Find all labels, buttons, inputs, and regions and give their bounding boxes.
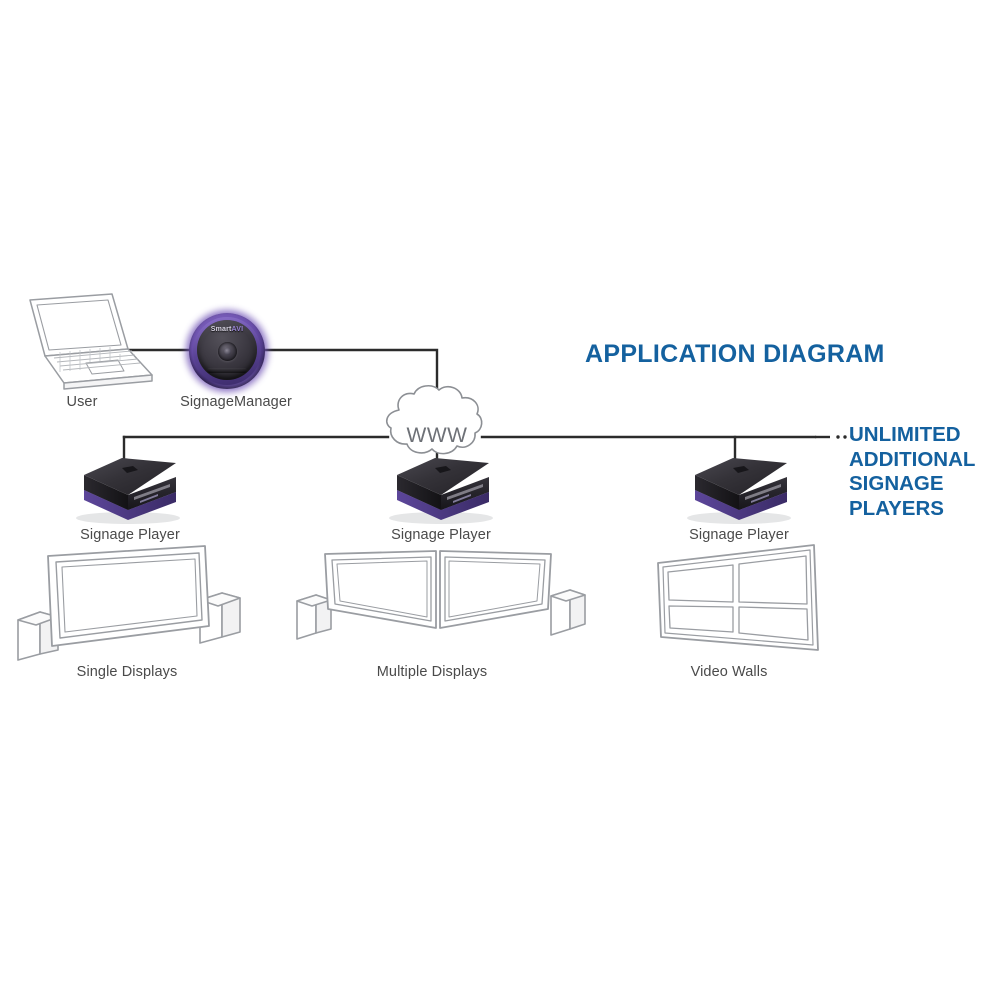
label-signage-manager: SignageManager [180, 394, 292, 410]
label-www: WWW [406, 424, 468, 447]
label-video-walls: Video Walls [690, 664, 768, 680]
signage-player-icon [389, 458, 493, 524]
label-signage-player-1: Signage Player [80, 527, 180, 543]
label-signage-player-3: Signage Player [689, 527, 789, 543]
callout-line-4: PLAYERS [849, 496, 944, 520]
callout-line-3: SIGNAGE [849, 472, 944, 495]
unlimited-players-callout: UNLIMITED ADDITIONAL SIGNAGE PLAYERS [849, 423, 975, 521]
video-wall-icon [657, 544, 819, 651]
dotted-leader-icon [815, 435, 854, 439]
signage-player-icon [687, 458, 791, 524]
puck-lens [217, 342, 237, 361]
signage-manager-puck-icon: SmartAVI [182, 306, 272, 396]
smartavi-logo: SmartAVI [210, 326, 244, 333]
puck-slit [207, 368, 247, 373]
single-display-icon [17, 545, 241, 661]
label-multiple-displays: Multiple Displays [376, 664, 488, 680]
label-single-displays: Single Displays [76, 664, 178, 680]
cloud-icon [385, 385, 483, 455]
puck-face: SmartAVI [197, 320, 257, 380]
laptop-icon [29, 293, 153, 390]
label-signage-player-2: Signage Player [391, 527, 491, 543]
label-user: User [66, 394, 98, 410]
signage-player-icon [76, 458, 180, 524]
callout-line-1: UNLIMITED [849, 423, 961, 446]
page-title: APPLICATION DIAGRAM [585, 340, 885, 368]
multiple-displays-icon [296, 550, 586, 640]
callout-line-2: ADDITIONAL [849, 447, 976, 471]
